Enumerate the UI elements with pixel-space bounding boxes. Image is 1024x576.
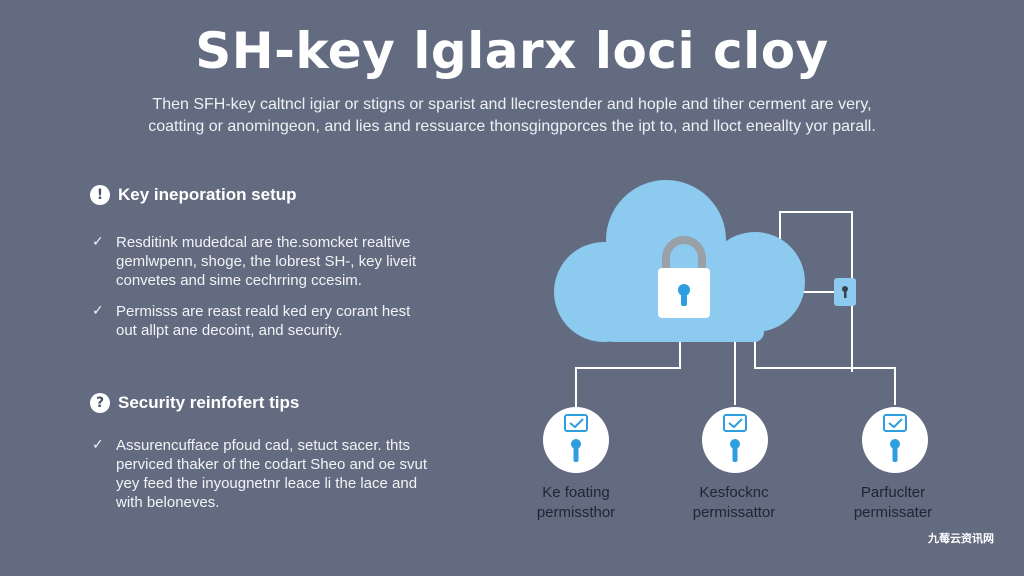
- section-heading-label: Security reinfofert tips: [118, 393, 300, 412]
- connector-line: [575, 340, 681, 412]
- node-label-line: permissater: [853, 504, 933, 521]
- node-label-line: permissthor: [536, 504, 616, 521]
- bullet-line: convetes and sime cechrring ccesim.: [116, 272, 362, 289]
- permission-node: [862, 407, 928, 473]
- node-label-line: permissattor: [692, 504, 776, 521]
- bullet-line: Assurencufface pfoud cad, setuct sacer. …: [116, 437, 411, 454]
- check-icon: ✓: [92, 234, 104, 250]
- bullet-line: out allpt ane decoint, and security.: [116, 322, 343, 339]
- node-label: Ke foating permissthor: [501, 483, 651, 523]
- section-heading-security-tips: ? Security reinfofert tips: [90, 393, 299, 413]
- intro-paragraph: Then SFH-key caltncl igiar or stigns or …: [100, 94, 924, 138]
- bullet-text: Resditink mudedcal are the.somcket realt…: [116, 233, 416, 290]
- check-icon: ✓: [92, 303, 104, 319]
- check-icon: ✓: [92, 437, 104, 453]
- question-icon: ?: [90, 393, 110, 413]
- node-label-line: Parfuclter: [860, 484, 926, 501]
- small-lock-icon: [834, 278, 856, 306]
- cloud-shape: [554, 180, 805, 342]
- intro-line: Then SFH-key caltncl igiar or stigns or …: [152, 96, 872, 113]
- bullet-line: Permisss are reast reald ked ery corant …: [116, 303, 411, 320]
- bullet-item: ✓ Assurencufface pfoud cad, setuct sacer…: [92, 436, 427, 512]
- page-title: SH-key lglarx loci cloy: [195, 22, 829, 80]
- padlock-icon: [658, 236, 710, 318]
- connector-line: [754, 340, 896, 405]
- bullet-line: Resditink mudedcal are the.somcket realt…: [116, 234, 411, 251]
- permission-node: [543, 407, 609, 473]
- bullet-line: yey feed the inyougnetnr leace li the la…: [116, 475, 418, 492]
- node-label: Kesfocknc permissattor: [659, 483, 809, 523]
- node-label-line: Kesfocknc: [699, 484, 769, 501]
- node-label-line: Ke foating: [542, 484, 610, 501]
- intro-line: coatting or anomingeon, and lies and res…: [148, 118, 876, 135]
- permission-node: [702, 407, 768, 473]
- bullet-item: ✓ Resditink mudedcal are the.somcket rea…: [92, 233, 416, 290]
- bullet-line: with beloneves.: [116, 494, 220, 511]
- bullet-line: perviced thaker of the codart Sheo and o…: [116, 456, 428, 473]
- bullet-text: Assurencufface pfoud cad, setuct sacer. …: [116, 436, 427, 512]
- bullet-item: ✓ Permisss are reast reald ked ery coran…: [92, 302, 410, 340]
- bullet-text: Permisss are reast reald ked ery corant …: [116, 302, 410, 340]
- section-heading-label: Key ineporation setup: [118, 185, 297, 204]
- watermark: 九莓云资讯网: [928, 533, 994, 545]
- bullet-line: gemlwpenn, shoge, the lobrest SH-, key l…: [116, 253, 417, 270]
- section-heading-key-setup: ! Key ineporation setup: [90, 185, 297, 205]
- alert-icon: !: [90, 185, 110, 205]
- node-label: Parfuclter permissater: [818, 483, 968, 523]
